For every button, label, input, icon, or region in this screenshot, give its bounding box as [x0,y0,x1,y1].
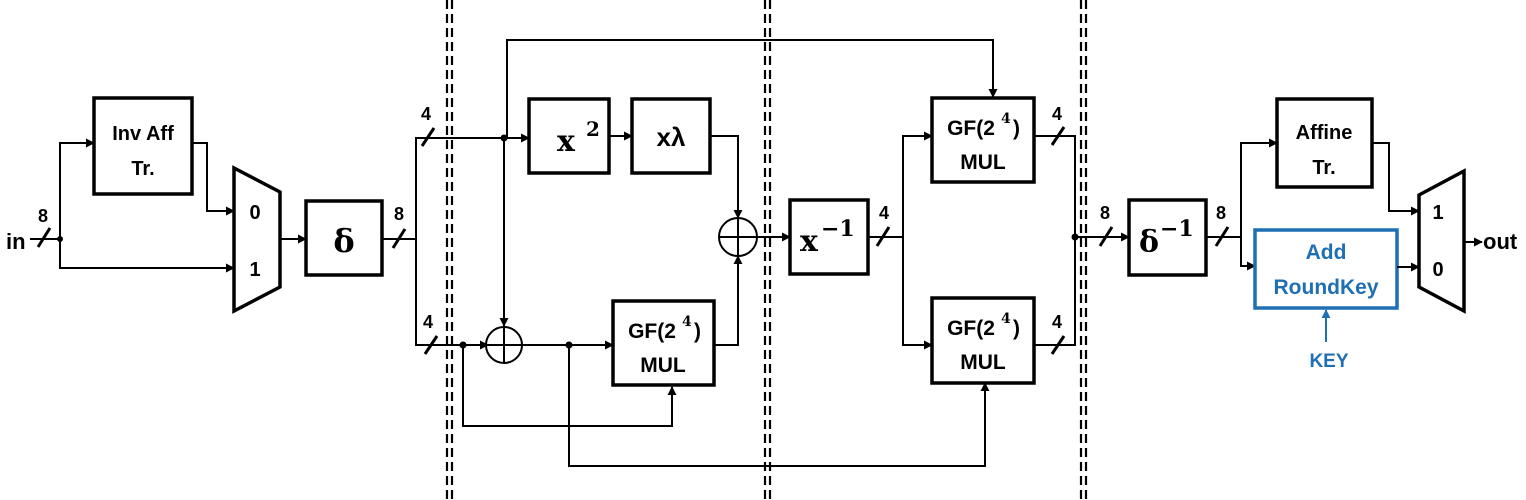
delta-out-bus-width: 8 [394,204,404,224]
upper-nibble-bus-width: 4 [421,104,431,124]
wire-inv-aff-to-mux1 [192,142,235,216]
output-mux: 1 0 [1417,168,1466,314]
gf-mul-left-line2: MUL [640,354,686,377]
wire-to-inv-aff [59,138,95,239]
lower-nibble-bus-width: 4 [423,312,433,332]
gf-mul-bottom-line2: MUL [960,351,1006,374]
input-mux: 0 1 [232,165,282,314]
wire-inverse-to-bottom-mul [902,237,933,350]
gf-mul-left-line1: GF(2 [628,320,676,343]
inverse-block: x −1 [788,198,870,276]
gf-mul-bottom-line1: GF(2 [947,317,995,340]
input-bus-slash [36,227,52,248]
gf-mul-left-close: ) [694,320,701,343]
mux1-input-0: 0 [249,202,260,224]
gf-mul-block-left: GF(2 4 ) MUL [611,299,716,387]
wire-top-mul-out [1034,135,1076,237]
wire-upper-nibble [415,133,530,239]
inverse-exponent: −1 [821,216,855,242]
square-block: x 2 [527,97,611,175]
inverse-out-slash [875,226,891,247]
square-base: x [557,124,576,159]
delta-inverse-block: δ −1 [1127,198,1208,277]
mux1-input-1: 1 [249,259,260,281]
xor-gate-1 [485,326,523,364]
gf-mul-top-line1: GF(2 [947,117,995,140]
top-mul-out-slash [1050,126,1066,146]
affine-transform-block: Affine Tr. [1275,97,1374,189]
mux2-input-0: 0 [1432,259,1443,281]
wire-to-add-roundkey [1240,237,1256,271]
merge-slash [1098,226,1114,247]
wire-xor1-to-bottom-mul [568,345,990,467]
upper-nibble-slash [420,127,436,147]
gf-mul-top-line2: MUL [960,151,1006,174]
delta-inv-out-bus-width: 8 [1216,203,1226,223]
wire-gf-mul-left-to-xor2 [714,255,743,346]
mux2-input-1: 1 [1432,202,1443,224]
lambda-label: xλ [657,122,686,152]
inv-affine-transform-block: Inv Aff Tr. [92,96,194,196]
delta-label: δ [333,222,354,260]
wire-inverse-to-top-mul [902,131,933,237]
wire-affine-to-mux2 [1372,142,1420,216]
add-roundkey-line1: Add [1306,241,1347,264]
delta-out-slash [391,228,407,249]
delta-block: δ [304,199,384,277]
gf-mul-block-bottom: GF(2 4 ) MUL [930,296,1036,385]
add-roundkey-block: Add RoundKey [1253,228,1399,310]
inv-aff-label-line2: Tr. [131,158,154,180]
inverse-base: x [800,224,819,259]
key-label: KEY [1309,351,1348,372]
gf-mul-bottom-exp: 4 [1001,311,1011,327]
gf-mul-block-top: GF(2 4 ) MUL [930,96,1036,184]
wire-to-mux1-in1 [59,239,235,273]
bottom-mul-out-bus-width: 4 [1052,312,1062,332]
delta-inverse-exponent: −1 [1160,216,1194,242]
merge-bus-width: 8 [1100,203,1110,223]
wire-bypass-to-top-mul [506,39,998,138]
gf-mul-top-exp: 4 [1001,111,1011,127]
gf-mul-top-close: ) [1013,117,1020,140]
affine-label-line2: Tr. [1312,157,1335,179]
wire-bottom-mul-out [1034,237,1076,346]
delta-inv-out-slash [1214,226,1230,247]
input-label: in [6,229,26,254]
lower-nibble-slash [423,335,439,355]
wire-lower-to-mul-left [462,345,677,427]
wire-to-affine [1240,138,1278,237]
output-label: out [1483,229,1518,254]
delta-inverse-base: δ [1139,225,1159,260]
bottom-mul-out-slash [1050,335,1066,355]
square-label: x [557,124,576,159]
xor-gate-2 [718,217,758,257]
top-mul-out-bus-width: 4 [1052,104,1062,124]
inv-aff-label-line1: Inv Aff [112,123,174,145]
gf-mul-left-exp: 4 [682,314,692,330]
square-exponent: 2 [586,117,600,141]
add-roundkey-line2: RoundKey [1274,276,1379,299]
lambda-block: xλ [630,97,712,175]
affine-label-line1: Affine [1296,122,1353,144]
inverse-out-bus-width: 4 [879,203,889,223]
input-bus-width: 8 [38,206,48,226]
wire-lambda-to-xor2 [710,135,743,219]
gf-mul-bottom-close: ) [1013,317,1020,340]
